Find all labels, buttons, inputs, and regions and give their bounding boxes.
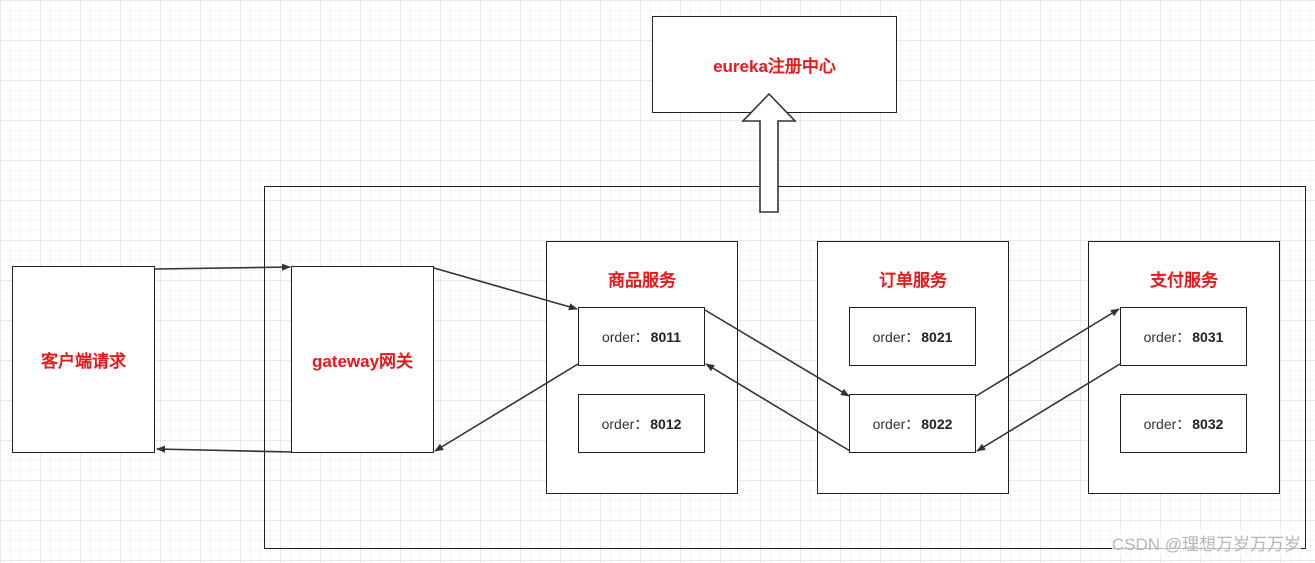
order-service-title: 订单服务 — [879, 271, 947, 290]
instance-8012: order：8012 — [578, 394, 705, 453]
client-request-box: 客户端请求 — [12, 266, 155, 453]
instance-port: 8011 — [650, 328, 682, 345]
instance-8032: order：8032 — [1120, 394, 1247, 453]
instance-port: 8032 — [1192, 415, 1224, 432]
instance-prefix: order： — [1143, 328, 1191, 345]
instance-8022: order：8022 — [849, 394, 976, 453]
instance-prefix: order： — [872, 328, 920, 345]
eureka-registry-label: eureka注册中心 — [713, 57, 836, 76]
payment-service-title: 支付服务 — [1150, 271, 1218, 290]
instance-prefix: order： — [601, 328, 649, 345]
instance-prefix: order： — [872, 415, 920, 432]
csdn-watermark: CSDN @理想万岁万万岁 — [1111, 530, 1301, 555]
instance-prefix: order： — [1143, 415, 1191, 432]
product-service-title: 商品服务 — [608, 271, 676, 290]
arrow-gateway-to-client — [156, 445, 292, 453]
arrow-8011-to-gateway — [434, 363, 579, 452]
client-request-label: 客户端请求 — [41, 352, 126, 371]
arrow-8022-to-8011 — [705, 363, 851, 452]
service-cluster-container — [264, 186, 1306, 549]
arrow-8031-to-8022 — [976, 363, 1121, 452]
instance-8031: order：8031 — [1120, 307, 1247, 366]
arrow-client-to-gateway — [154, 263, 291, 271]
instance-port: 8022 — [921, 415, 953, 432]
instance-8011: order：8011 — [578, 307, 705, 366]
arrow-gateway-to-8011 — [433, 267, 578, 311]
instance-port: 8012 — [650, 415, 682, 432]
gateway-label: gateway网关 — [311, 352, 414, 371]
instance-port: 8031 — [1192, 328, 1224, 345]
registration-hollow-arrow — [741, 92, 797, 213]
gateway-box: gateway网关 — [291, 266, 434, 453]
arrow-8022-to-8031 — [975, 308, 1120, 397]
instance-8021: order：8021 — [849, 307, 976, 366]
instance-port: 8021 — [921, 328, 953, 345]
arrow-8011-to-8022 — [704, 309, 850, 397]
eureka-registry-box: eureka注册中心 — [652, 16, 897, 113]
instance-prefix: order： — [601, 415, 649, 432]
